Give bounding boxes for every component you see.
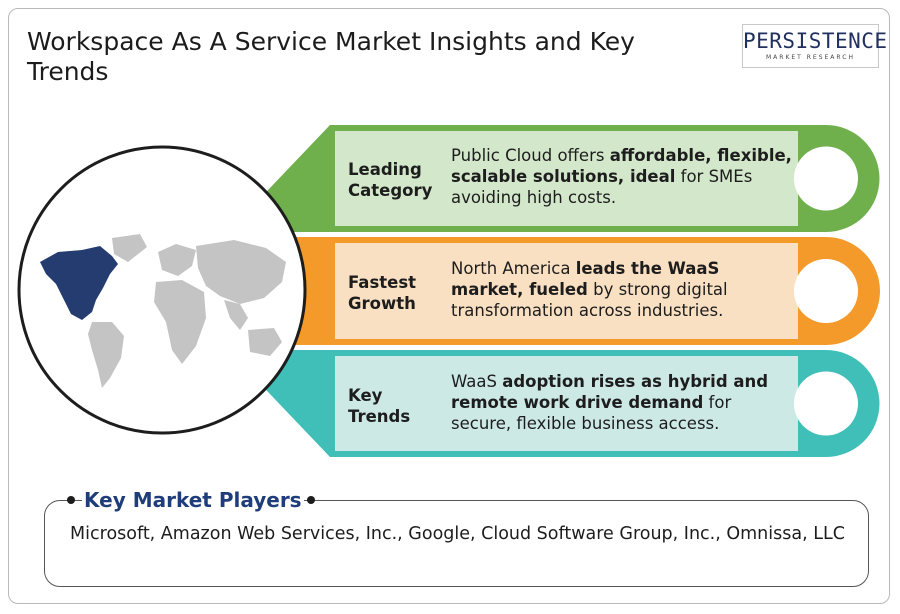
bullet-dot-left: [67, 496, 75, 504]
desc-tail: for SMEs avoiding high costs.: [451, 167, 753, 207]
insight-label-key-trends: Key Trends: [348, 385, 410, 427]
insight-label-line: Category: [348, 181, 433, 200]
insight-description-fastest-growth: North America leads the WaaS market, fue…: [451, 258, 796, 321]
bullet-dot-right: [307, 496, 315, 504]
key-players-title: Key Market Players: [82, 487, 304, 513]
insight-description-key-trends: WaaS adoption rises as hybrid and remote…: [451, 371, 796, 434]
key-players-list: Microsoft, Amazon Web Services, Inc., Go…: [70, 524, 845, 544]
insight-label-line: Leading: [348, 160, 422, 179]
key-players-box: [44, 500, 869, 587]
insight-label-line: Trends: [348, 407, 411, 426]
world-map-icon: [17, 145, 307, 435]
desc-bold: adoption rises as hybrid and remote work…: [451, 372, 769, 412]
insight-label-leading-category: Leading Category: [348, 159, 432, 201]
desc-lead: Public Cloud offers: [451, 146, 610, 165]
brand-logo: PERSISTENCE MARKET RESEARCH: [742, 24, 888, 68]
insight-bar-fastest-growth: [330, 237, 880, 345]
insight-label-line: Fastest: [348, 273, 417, 292]
insight-label-fastest-growth: Fastest Growth: [348, 272, 416, 314]
insight-bar-key-trends: [330, 350, 880, 457]
desc-tail: by strong digital transformation across …: [451, 280, 728, 320]
desc-bold: leads the WaaS market, fueled: [451, 259, 720, 299]
desc-lead: North America: [451, 259, 576, 278]
page-title: Workspace As A Service Market Insights a…: [27, 27, 635, 86]
insight-label-line: Growth: [348, 294, 416, 313]
insight-label-line: Key: [348, 386, 383, 405]
desc-tail: for secure, flexible business access.: [451, 393, 732, 433]
logo-subtitle: MARKET RESEARCH: [766, 54, 855, 61]
insight-bar-leading-category: [330, 125, 880, 232]
insight-description-leading-category: Public Cloud offers affordable, flexible…: [451, 145, 796, 208]
north-america-region: [40, 246, 118, 320]
logo-word: PERSISTENCE: [743, 29, 888, 53]
desc-bold: affordable, flexible, scalable solutions…: [451, 146, 792, 186]
infographic-frame: [8, 8, 890, 604]
desc-lead: WaaS: [451, 372, 503, 391]
